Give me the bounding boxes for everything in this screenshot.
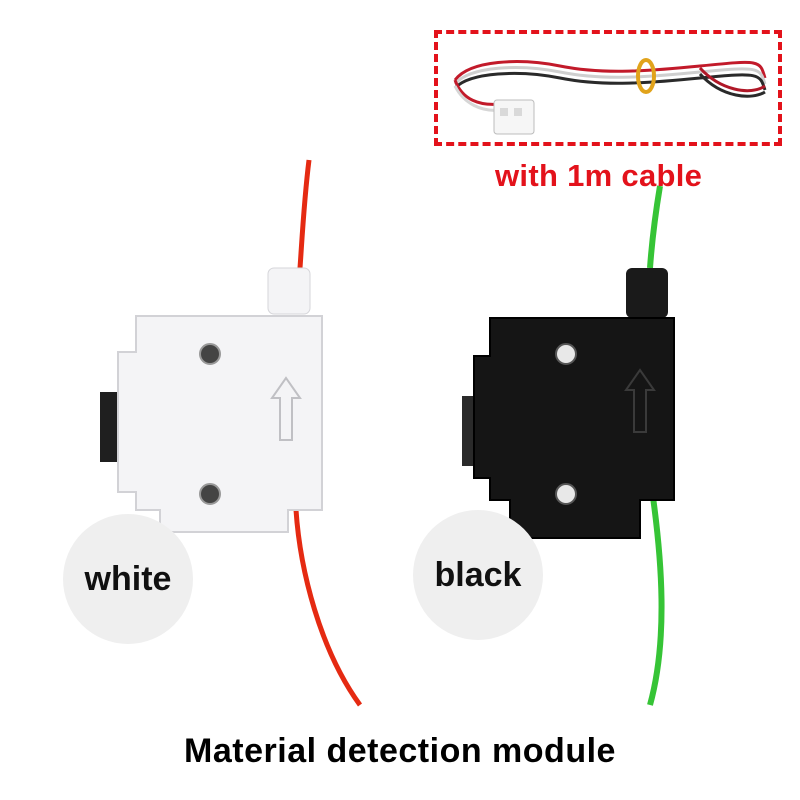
red-filament bbox=[297, 159, 312, 269]
product-caption: Material detection module bbox=[184, 732, 616, 770]
white-variant-label: white bbox=[84, 559, 172, 598]
green-filament bbox=[647, 185, 663, 269]
black-variant-label: black bbox=[434, 555, 522, 594]
black-module bbox=[462, 268, 675, 539]
cable-highlight-box bbox=[434, 30, 782, 146]
cable-illustration bbox=[453, 58, 767, 135]
white-module bbox=[100, 267, 323, 533]
black-variant-badge: black bbox=[413, 510, 543, 640]
cable-note: with 1m cable bbox=[495, 158, 703, 193]
white-variant-badge: white bbox=[63, 514, 193, 644]
